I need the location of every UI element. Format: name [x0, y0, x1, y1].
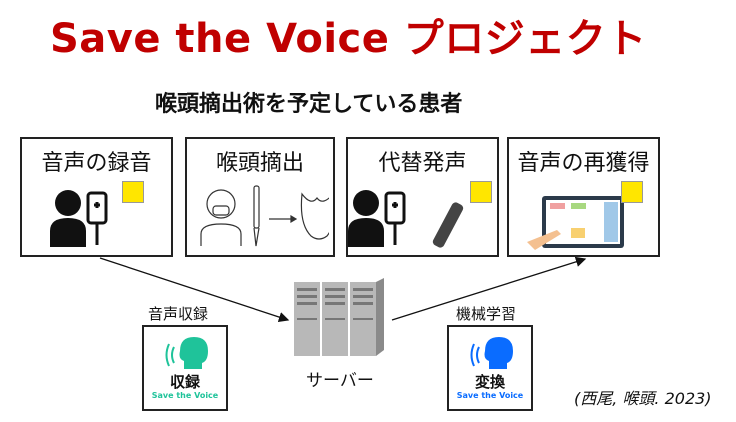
citation: (西尾, 喉頭. 2023)	[574, 389, 712, 408]
slide-subtitle: 喉頭摘出術を予定している患者	[155, 92, 463, 117]
stage-label: 音声の録音	[41, 151, 152, 176]
stage-label: 喉頭摘出	[215, 151, 304, 176]
patient-iv-icon	[50, 190, 108, 247]
speaking-head-icon	[470, 337, 513, 369]
surgeon-scalpel-larynx-icon	[200, 185, 329, 247]
stage-alternative-speech: 代替発声	[346, 137, 499, 257]
slide-title: Save the Voice プロジェクト	[50, 16, 647, 62]
stage-label: 代替発声	[378, 151, 467, 176]
server-rack-icon	[294, 278, 384, 356]
recording-kanji: 収録	[169, 373, 200, 391]
speech-bubble-icon	[621, 181, 643, 203]
conversion-brand: Save the Voice	[456, 391, 524, 400]
arrow-to-server	[99, 257, 290, 323]
tablet-touch-icon	[527, 196, 624, 250]
recording-label: 音声収録	[148, 305, 209, 323]
server-label: サーバー	[306, 371, 374, 391]
conversion-label: 機械学習	[456, 305, 517, 323]
conversion-app-card: 変換 Save the Voice	[447, 325, 533, 411]
recording-app-card: 収録 Save the Voice	[142, 325, 228, 411]
speaking-head-icon	[165, 337, 208, 369]
speech-bubble-icon	[470, 181, 492, 203]
stage-laryngectomy: 喉頭摘出	[185, 137, 335, 257]
electrolarynx-icon	[432, 202, 464, 248]
patient-iv-icon	[348, 190, 406, 247]
conversion-kanji: 変換	[474, 373, 505, 391]
stage-label: 音声の再獲得	[517, 151, 650, 176]
speech-bubble-icon	[122, 181, 144, 203]
stage-voice-recording: 音声の録音	[20, 137, 173, 257]
stage-voice-regain: 音声の再獲得	[507, 137, 660, 257]
arrow-from-server	[391, 256, 587, 321]
recording-brand: Save the Voice	[151, 391, 219, 400]
